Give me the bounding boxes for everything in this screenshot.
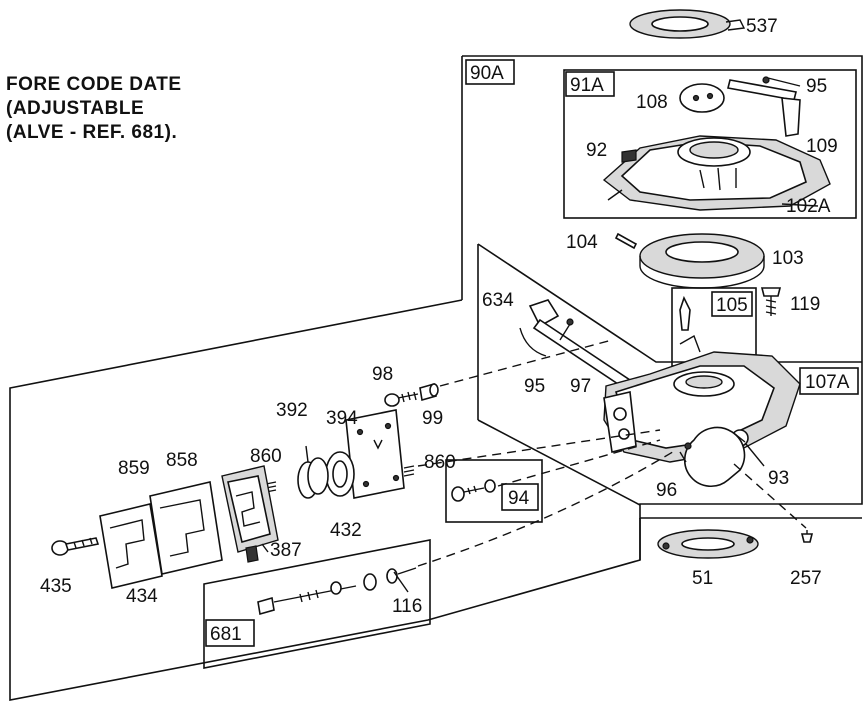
- part-label-860-left: 860: [250, 446, 282, 467]
- pump-body: [221, 465, 279, 563]
- group-91a-box: [563, 69, 857, 219]
- part-label-104: 104: [566, 232, 598, 253]
- align-line-94: [497, 439, 661, 487]
- part-label-634: 634: [482, 290, 514, 311]
- part-label-92: 92: [586, 140, 607, 161]
- pin-104: [614, 232, 638, 250]
- spring-99: [419, 382, 439, 402]
- note-line-3: (ALVE - REF. 681).: [6, 122, 177, 143]
- shaft-109: [727, 76, 801, 137]
- part-label-98: 98: [372, 364, 393, 385]
- plate-108: [679, 83, 725, 113]
- part-label-434: 434: [126, 586, 158, 607]
- group-681-box: [203, 539, 431, 669]
- part-label-99: 99: [422, 408, 443, 429]
- group-label-105: 105: [716, 295, 748, 316]
- part-label-51: 51: [692, 568, 713, 589]
- part-label-257: 257: [790, 568, 822, 589]
- main-assembly-outline: [9, 299, 641, 701]
- leader-95-mid: [559, 323, 571, 341]
- leader-93: [745, 443, 765, 467]
- carburetor-body: [603, 351, 801, 487]
- float-bowl-cover: [602, 135, 831, 211]
- group-label-681: 681: [210, 624, 242, 645]
- part-label-537: 537: [746, 16, 778, 37]
- group-label-90a: 90A: [470, 63, 504, 84]
- group-label-94: 94: [508, 488, 530, 509]
- group-107a-region: [477, 243, 862, 363]
- leader-96: [679, 451, 687, 463]
- part-label-95-mid: 95: [524, 376, 545, 397]
- float-103: [639, 233, 765, 289]
- part-label-116: 116: [392, 596, 422, 617]
- screw-94: [451, 479, 496, 502]
- group-90a-outline: [462, 55, 863, 519]
- part-label-108: 108: [636, 92, 668, 113]
- label-box-107a: [799, 367, 859, 395]
- part-label-102a: 102A: [786, 196, 831, 217]
- part-label-96: 96: [656, 480, 677, 501]
- label-box-94: [501, 483, 539, 511]
- part-label-97: 97: [570, 376, 591, 397]
- needle-681: [257, 567, 417, 616]
- label-box-681: [205, 619, 255, 647]
- gasket-859: [99, 503, 163, 589]
- screw-257: [800, 530, 814, 543]
- part-label-858: 858: [166, 450, 198, 471]
- carb-body-lower-edge: [477, 419, 641, 506]
- part-label-95-top: 95: [806, 76, 827, 97]
- spring-860-right: [403, 465, 415, 477]
- part-label-103: 103: [772, 248, 804, 269]
- screw-98: [384, 391, 419, 407]
- part-label-859: 859: [118, 458, 150, 479]
- label-box-90a: [465, 59, 515, 85]
- leader-95-top: [767, 77, 801, 87]
- label-box-105: [711, 291, 753, 317]
- note-line-1: FORE CODE DATE: [6, 74, 182, 95]
- leader-102a: [781, 203, 819, 207]
- part-label-109: 109: [806, 136, 838, 157]
- part-label-860-right: 860: [424, 452, 456, 473]
- note-line-2: (ADJUSTABLE: [6, 98, 144, 119]
- gasket-51: [657, 529, 759, 559]
- part-label-93: 93: [768, 468, 789, 489]
- plate-394: [345, 409, 405, 499]
- spring-392: [297, 457, 329, 499]
- align-line-681: [417, 449, 677, 567]
- leader-392: [305, 445, 309, 463]
- part-label-392: 392: [276, 400, 308, 421]
- part-label-394: 394: [326, 408, 358, 429]
- needle-105: [679, 295, 701, 353]
- part-label-435: 435: [40, 576, 72, 597]
- leader-92: [607, 189, 623, 201]
- diaphragm-858: [149, 481, 223, 575]
- align-line-860: [417, 429, 661, 467]
- part-label-119: 119: [790, 294, 820, 315]
- leader-116: [393, 571, 409, 593]
- ring-432: [325, 451, 355, 497]
- group-label-107a: 107A: [805, 372, 850, 393]
- screw-119: [760, 287, 782, 316]
- part-label-387: 387: [270, 540, 302, 561]
- gasket-537: [629, 9, 746, 39]
- group-label-91a: 91A: [570, 75, 604, 96]
- part-label-432: 432: [330, 520, 362, 541]
- label-box-91a: [565, 71, 615, 97]
- leader-387: [261, 543, 269, 553]
- align-line-257: [733, 463, 807, 529]
- group-94-box: [445, 459, 543, 523]
- screw-435: [51, 537, 100, 556]
